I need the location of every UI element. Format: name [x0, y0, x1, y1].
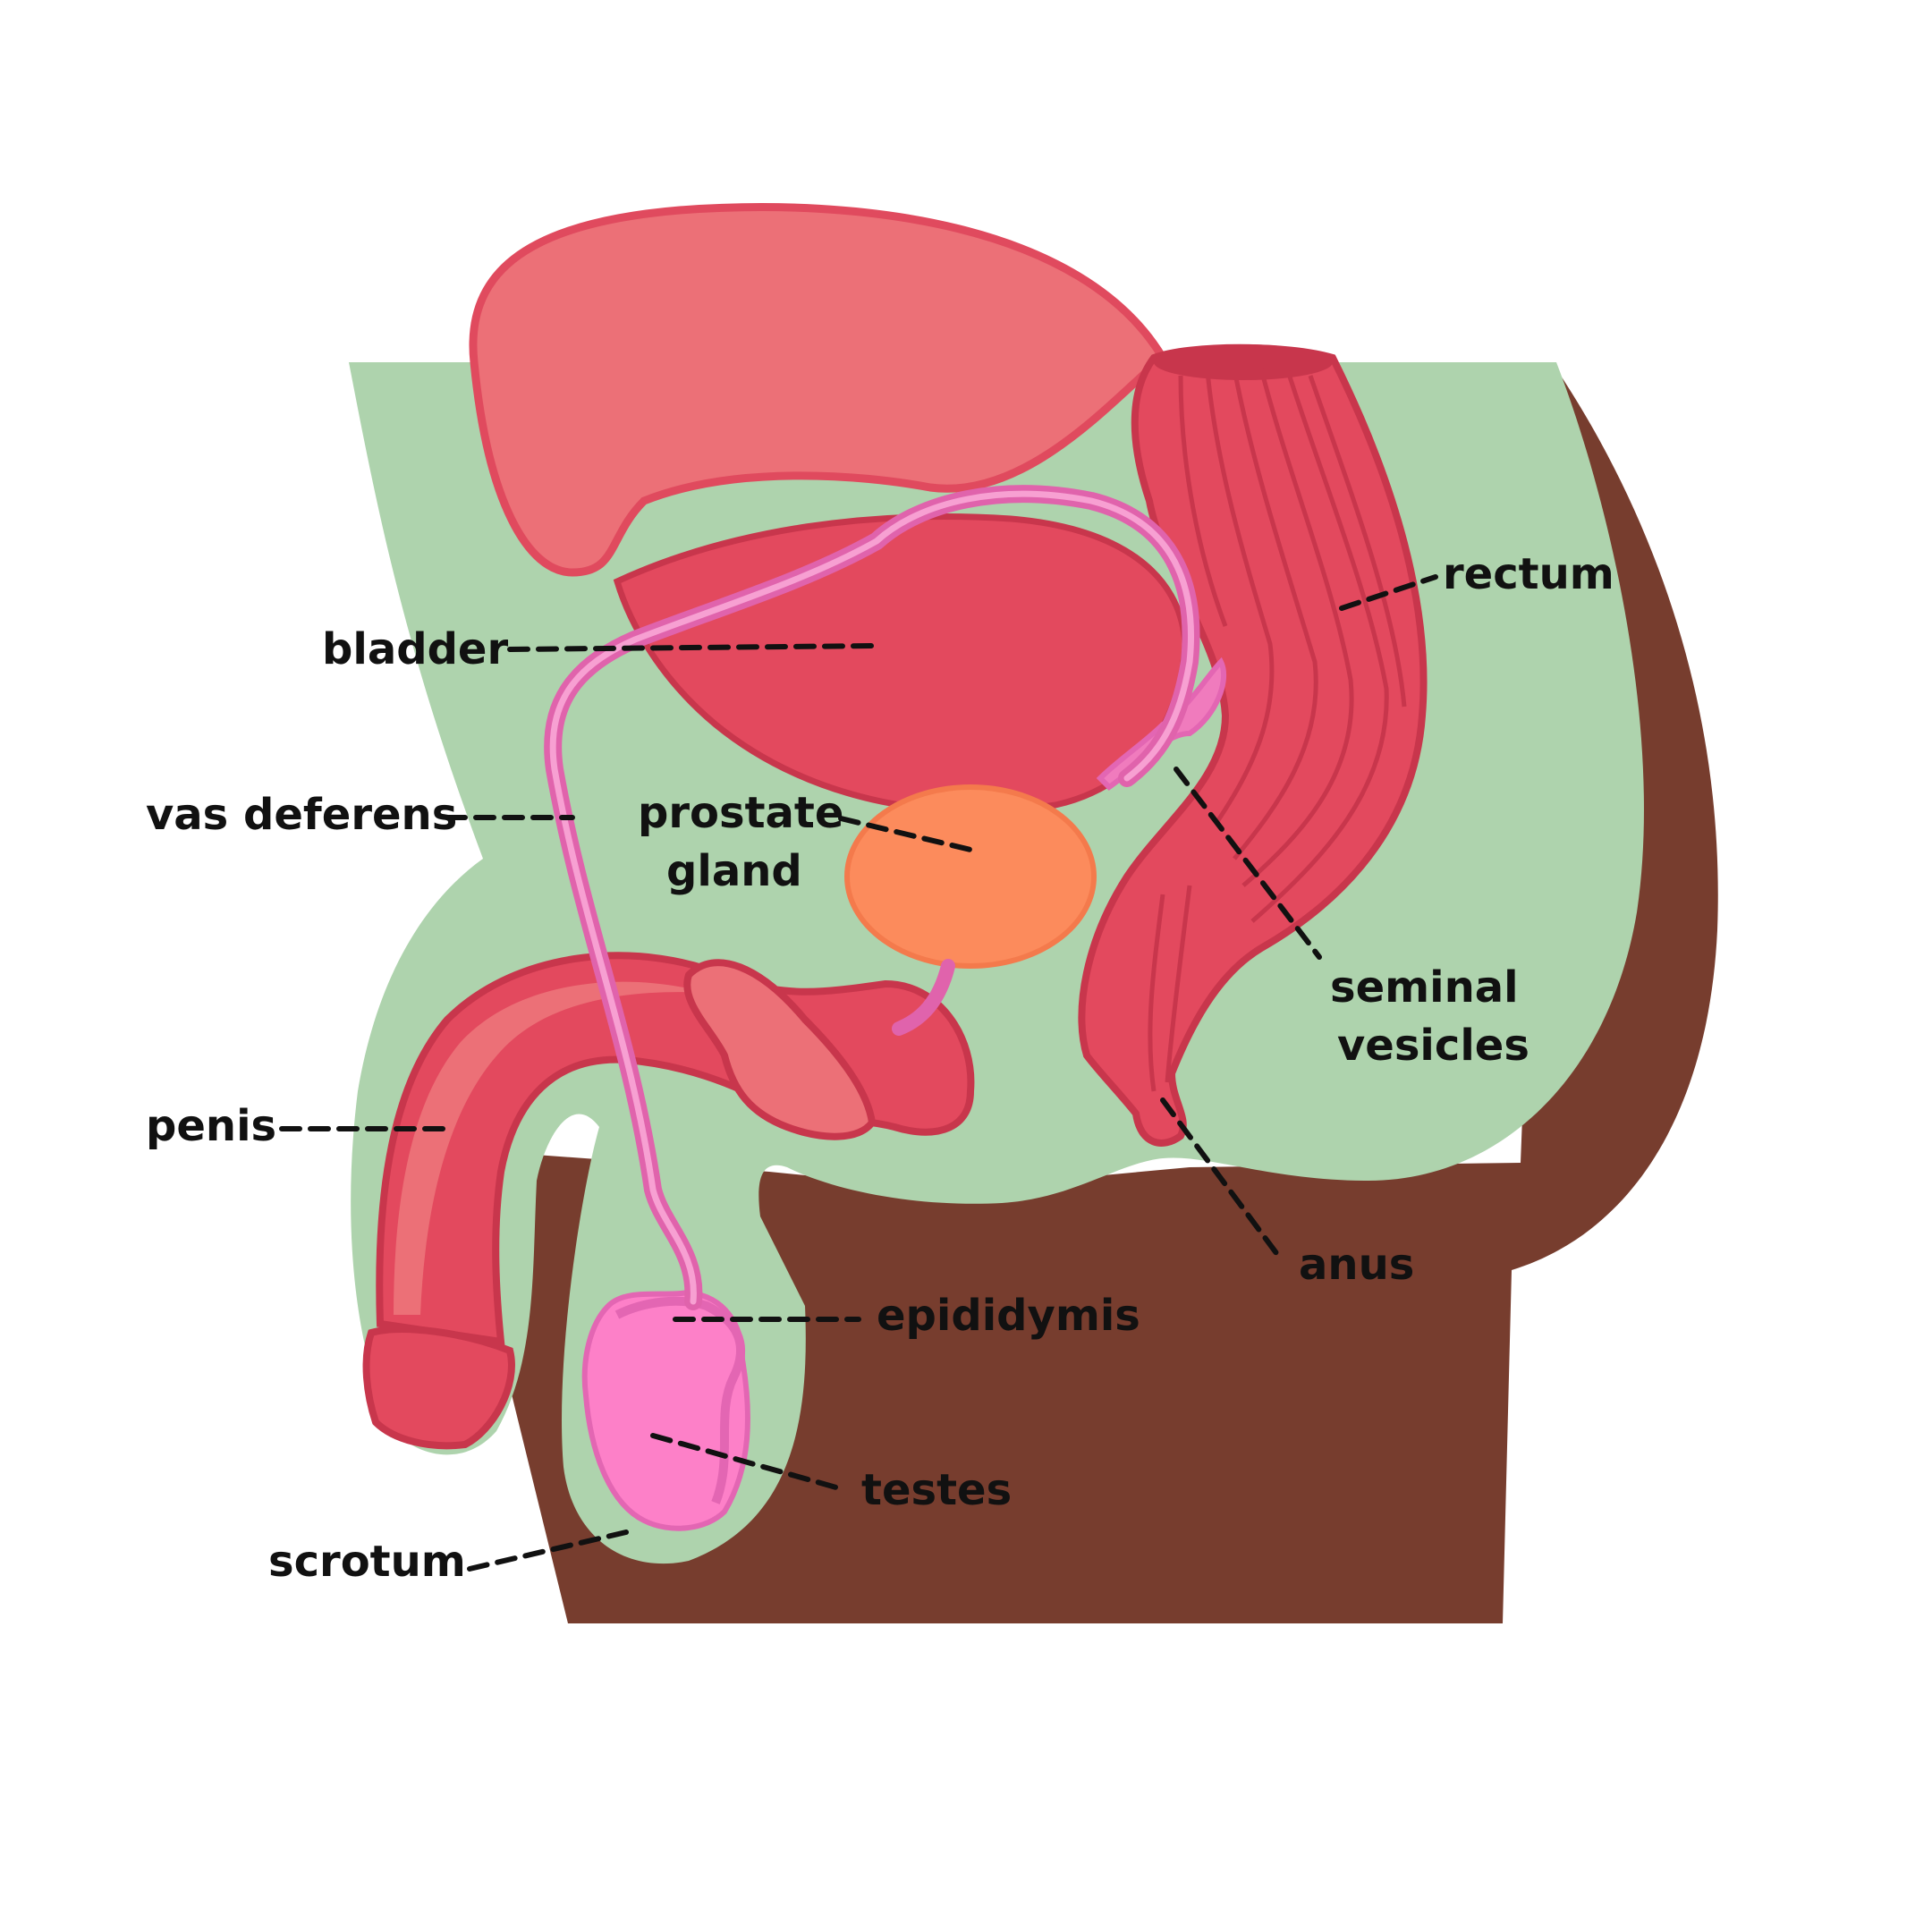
- body-brown-shape: [501, 362, 1718, 1623]
- label-prostate-line2: gland: [666, 846, 802, 896]
- label-testes: testes: [861, 1465, 1012, 1515]
- seminal-vesicles-leader: [1174, 767, 1322, 960]
- label-vas-deferens: vas deferens: [146, 790, 457, 840]
- label-epididymis: epididymis: [877, 1291, 1140, 1341]
- urethra-tube: [892, 959, 955, 1036]
- penis-bulb-shape: [683, 959, 877, 1140]
- rectum-striations: [1148, 368, 1407, 1092]
- penis-shaft-highlight: [394, 981, 707, 1315]
- label-bladder: bladder: [322, 624, 508, 674]
- label-seminal-line1: seminal: [1330, 962, 1519, 1013]
- testes-leader: [650, 1433, 839, 1490]
- prostate-leader: [838, 816, 973, 852]
- label-rectum: rectum: [1443, 549, 1614, 599]
- prostate-shape: [844, 784, 1097, 969]
- glans-shape: [362, 1326, 515, 1450]
- label-prostate-line1: prostate: [638, 788, 843, 838]
- label-scrotum: scrotum: [268, 1537, 466, 1587]
- epididymis-shape: [614, 1296, 746, 1504]
- bladder-leader: [507, 643, 879, 652]
- rectum-top-opening: [1154, 344, 1333, 380]
- label-penis: penis: [146, 1101, 276, 1151]
- rectum-leader: [1339, 574, 1438, 611]
- upper-organ-shape: [469, 203, 1168, 577]
- scrotum-leader: [467, 1530, 629, 1572]
- label-seminal-line2: vesicles: [1337, 1021, 1530, 1071]
- anus-leader: [1160, 1097, 1282, 1259]
- label-anus: anus: [1299, 1240, 1414, 1290]
- vas-deferens-core: [549, 490, 1194, 1305]
